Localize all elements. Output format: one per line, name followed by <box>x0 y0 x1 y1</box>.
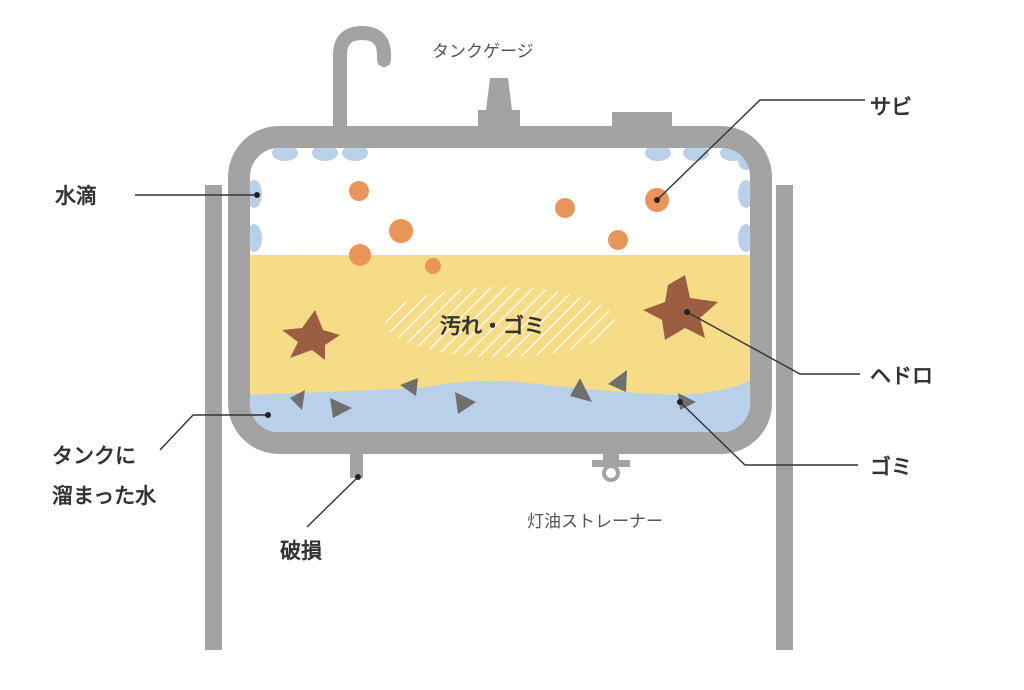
fill-cap <box>612 112 672 128</box>
rust-particles <box>349 181 669 274</box>
label-tank-water-line1: タンクに <box>52 444 136 468</box>
left-leg <box>205 185 222 650</box>
sludge-right <box>643 275 718 340</box>
label-damage: 破損 <box>280 539 323 563</box>
label-tank-water-line2: 溜まった水 <box>52 484 157 508</box>
dirt-hatch-area <box>385 287 615 357</box>
leader-dots <box>254 192 690 480</box>
label-dirt-debris: 汚れ・ゴミ <box>440 314 545 338</box>
tank-gauge <box>478 78 520 128</box>
strainer <box>592 450 630 482</box>
label-sludge: ヘドロ <box>870 364 933 388</box>
label-rust: サビ <box>870 95 912 119</box>
leader-lines <box>135 99 865 528</box>
debris-pieces <box>290 370 696 418</box>
label-tank-gauge: タンクゲージ <box>432 42 534 62</box>
vent-pipe <box>333 25 391 137</box>
label-debris: ゴミ <box>870 455 912 479</box>
label-kerosene-strainer: 灯油ストレーナー <box>527 512 663 532</box>
damaged-pipe <box>350 450 363 478</box>
water-layer <box>250 380 750 432</box>
sludge-left <box>282 310 340 360</box>
right-leg <box>776 185 793 650</box>
label-water-drops: 水滴 <box>55 184 97 208</box>
